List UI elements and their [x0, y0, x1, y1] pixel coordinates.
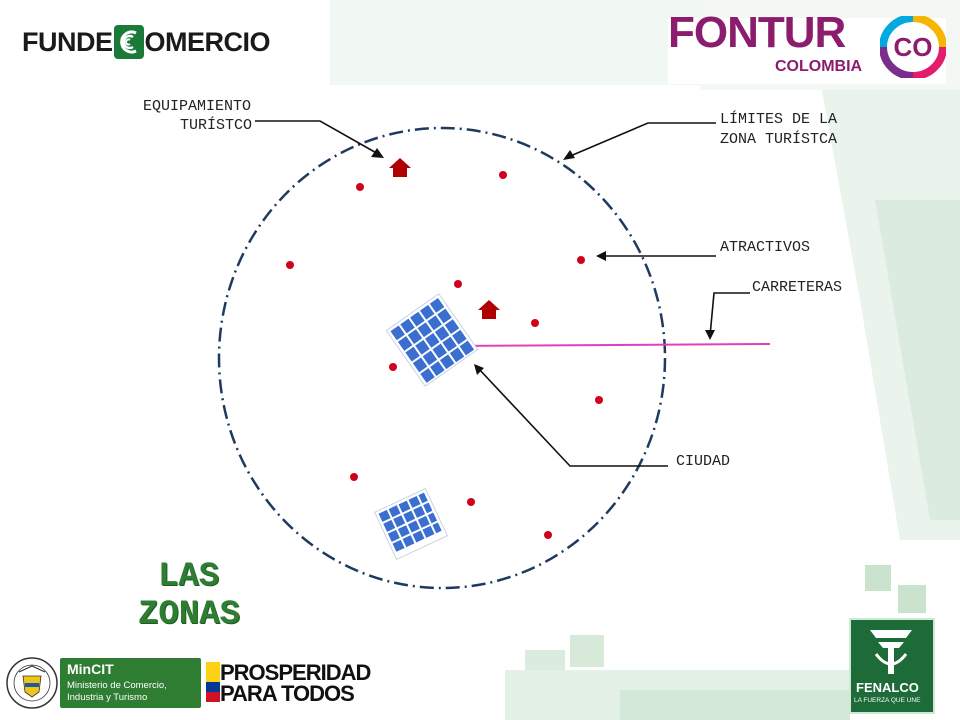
colombia-seal-icon [6, 657, 58, 709]
colombia-flag-icon [206, 662, 220, 702]
label-equipamiento: EQUIPAMIENTO [143, 97, 251, 117]
equipment-layer [389, 158, 500, 319]
deco-square [898, 585, 926, 613]
attraction-dot [356, 183, 364, 191]
prosperidad-line1: PROSPERIDAD [220, 660, 371, 685]
attraction-dot [577, 256, 585, 264]
label-atractivos: ATRACTIVOS [720, 239, 811, 256]
deco-square [865, 565, 891, 591]
label-carreteras: CARRETERAS [752, 279, 843, 296]
label-ciudad: CIUDAD [676, 453, 731, 470]
arrowhead [371, 148, 384, 158]
attraction-dot [467, 498, 475, 506]
tourist-equipment-icon [389, 158, 411, 177]
fenalco-name: FENALCO [856, 680, 919, 695]
city-block-small [373, 487, 449, 561]
label-limites-2: ZONA TURÍSTCA [720, 130, 837, 150]
attraction-dot [499, 171, 507, 179]
attraction-dot [595, 396, 603, 404]
attraction-dot [389, 363, 397, 371]
limites-leader [567, 122, 716, 158]
attraction-dot [544, 531, 552, 539]
arrowhead [563, 150, 575, 160]
prosperidad-line2: PARA TODOS [220, 681, 355, 706]
mincit-line2: Industria y Turismo [67, 692, 148, 703]
mincit-line1: Ministerio de Comercio, [67, 680, 167, 691]
fenalco-slogan: LA FUERZA QUE UNE [854, 697, 921, 704]
fundecomercio-left-text: FUNDE [22, 26, 113, 57]
road-line [447, 343, 771, 347]
fundecomercio-logo: FUNDE OMERCIO [22, 22, 271, 62]
attractions-layer [286, 171, 603, 539]
attraction-dot [531, 319, 539, 327]
label-equipamiento-line2: TURÍSTCO [180, 117, 253, 134]
fontur-co-icon: CO [880, 16, 946, 78]
label-limites: LÍMITES DE LA [720, 110, 837, 130]
carreteras-leader [709, 292, 750, 337]
deco-band [620, 690, 850, 720]
fundecomercio-c-icon [113, 25, 144, 59]
tourist-equipment-icon [478, 300, 500, 319]
fenalco-emblem-icon [870, 630, 912, 674]
label-equipamiento-line1: EQUIPAMIENTO [143, 98, 252, 115]
attraction-dot [286, 261, 294, 269]
label-equipamiento-2: TURÍSTCO [180, 116, 252, 136]
fontur-co-text: CO [894, 32, 933, 62]
mincit-logo [60, 658, 201, 708]
arrowhead [596, 251, 606, 261]
equipamiento-leader [255, 120, 381, 156]
attraction-dot [454, 280, 462, 288]
label-limites-line2: ZONA TURÍSTCA [720, 131, 838, 148]
fundecomercio-right-text: OMERCIO [144, 26, 271, 57]
fontur-word: FONTUR [668, 8, 846, 57]
title-line1: LAS [158, 558, 220, 596]
label-limites-line1: LÍMITES DE LA [720, 111, 838, 128]
fontur-subtitle: COLOMBIA [775, 58, 863, 75]
title-line2: ZONAS [138, 596, 241, 634]
arrowhead [705, 330, 715, 340]
attraction-dot [350, 473, 358, 481]
ciudad-leader [477, 367, 668, 467]
deco-square [570, 635, 604, 667]
city-block-large [385, 293, 479, 387]
mincit-title: MinCIT [67, 661, 114, 677]
zone-boundary [217, 126, 667, 590]
arrowhead [474, 364, 484, 375]
